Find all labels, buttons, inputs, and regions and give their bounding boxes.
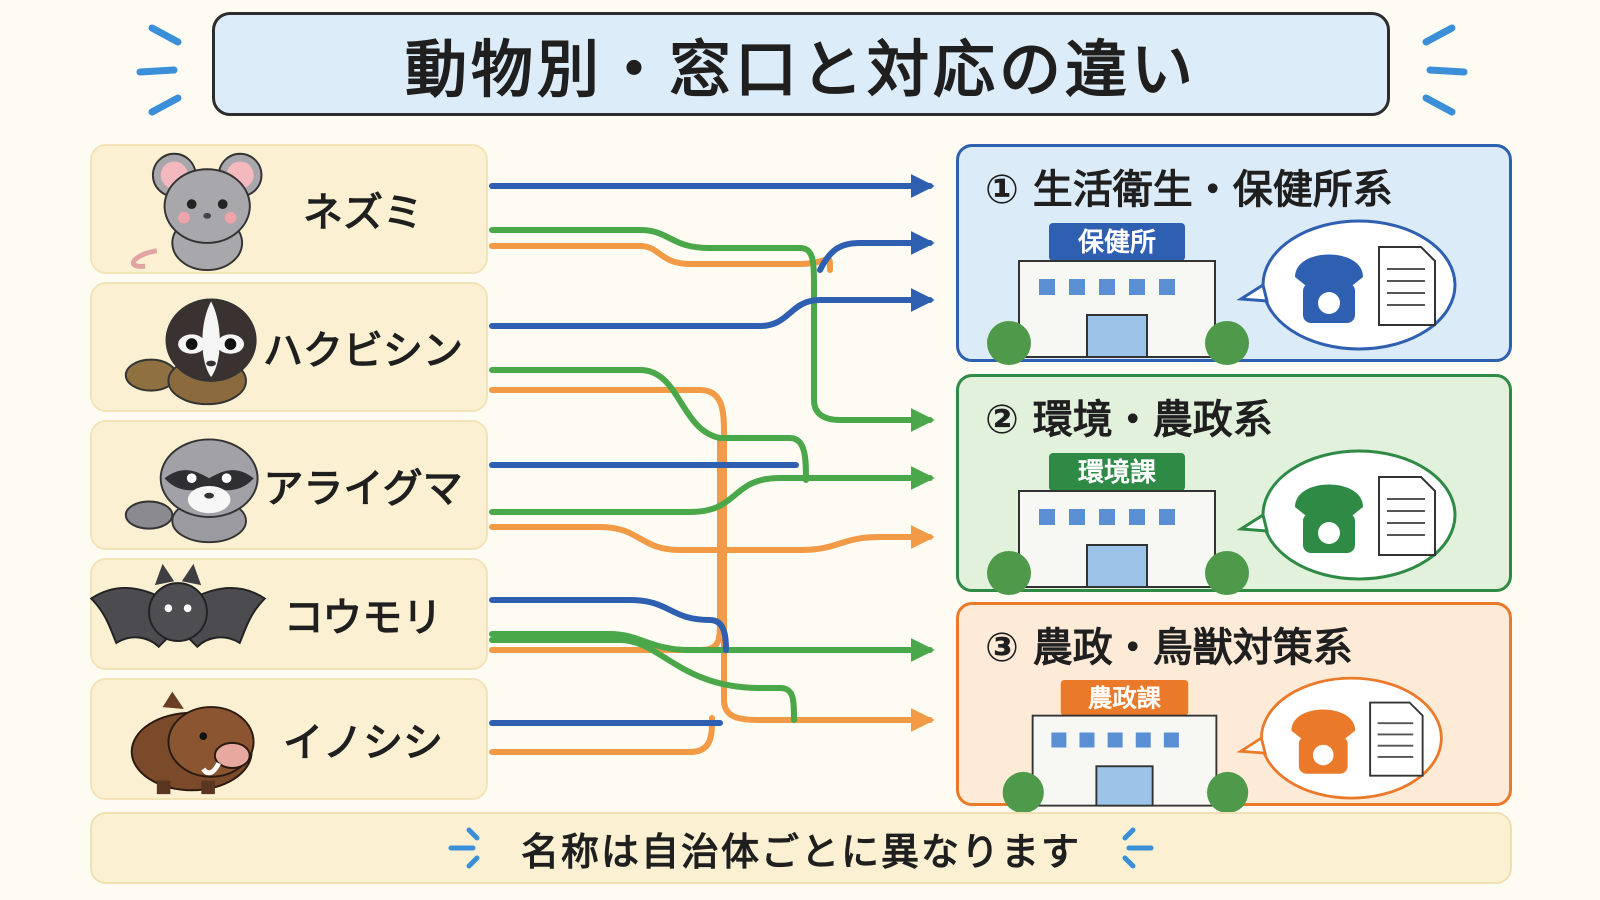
phone-icon [1291, 709, 1356, 774]
bat-icon [89, 563, 267, 649]
line-civet-blue [489, 288, 935, 329]
office-label-agriculture: 農政課 [1088, 683, 1162, 712]
mouse-icon [130, 152, 263, 272]
line-raccoon-green [489, 466, 935, 515]
animal-card-boar: イノシシ [90, 678, 488, 800]
line-civet-orange [489, 387, 935, 732]
destination-title-agriculture: ③ 農政・鳥獣対策系 [985, 625, 1353, 671]
animal-card-bat: コウモリ [89, 558, 488, 670]
destination-environment: ② 環境・農政系 環境課 [956, 374, 1512, 595]
wild-boar-icon [130, 691, 255, 795]
footer-text: 名称は自治体ごとに異なります [520, 829, 1081, 874]
animal-label-civet: ハクビシン [263, 328, 463, 374]
line-mouse-blue-2 [817, 231, 935, 273]
line-raccoon-orange [489, 524, 935, 553]
line-bat-green [489, 631, 935, 662]
animal-label-boar: イノシシ [283, 720, 443, 766]
document-icon [1378, 246, 1436, 326]
raccoon-icon [124, 438, 259, 544]
right-sparkle-icon [1422, 24, 1468, 116]
phone-icon [1295, 484, 1363, 553]
office-label-environment: 環境課 [1078, 457, 1157, 488]
destination-title-environment: ② 環境・農政系 [985, 397, 1273, 443]
page-title: 動物別・窓口と対応の違い [404, 33, 1197, 106]
animal-card-civet: ハクビシン [90, 282, 488, 412]
masked-palm-civet-icon [124, 298, 257, 406]
animal-card-mouse: ネズミ [90, 144, 488, 274]
line-mouse-green [489, 227, 935, 432]
left-sparkle-icon [136, 24, 182, 116]
document-icon [1378, 476, 1436, 556]
line-civet-green [489, 367, 809, 483]
document-icon [1369, 701, 1424, 777]
line-bat-green-2 [489, 637, 797, 723]
destination-health: ① 生活衛生・保健所系 保健所 [956, 144, 1512, 365]
destination-title-health: ① 生活衛生・保健所系 [985, 167, 1393, 213]
right-sparkle-icon [1122, 827, 1154, 869]
animal-label-raccoon: アライグマ [263, 466, 463, 512]
animal-card-raccoon: アライグマ [90, 420, 488, 550]
office-building-icon: 環境課 [987, 449, 1457, 595]
line-bat-blue [489, 597, 729, 653]
office-label-health: 保健所 [1077, 228, 1156, 258]
animal-label-bat: コウモリ [283, 595, 443, 641]
title-banner: 動物別・窓口と対応の違い [212, 12, 1390, 116]
footer-note: 名称は自治体ごとに異なります [90, 812, 1512, 884]
destination-agriculture: ③ 農政・鳥獣対策系 農政課 [956, 602, 1512, 814]
phone-icon [1295, 254, 1363, 323]
office-building-icon: 保健所 [987, 219, 1457, 365]
animal-label-mouse: ネズミ [303, 190, 423, 236]
office-building-icon: 農政課 [1002, 676, 1443, 814]
left-sparkle-icon [448, 827, 480, 869]
